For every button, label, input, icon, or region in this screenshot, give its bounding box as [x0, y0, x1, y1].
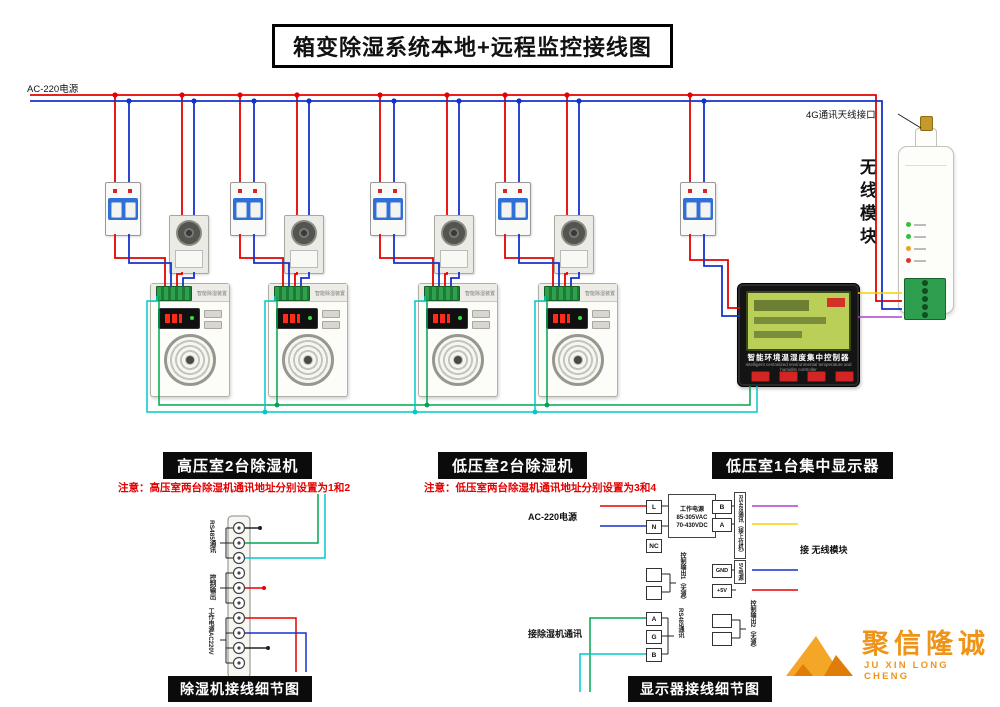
detail-ac-label: AC-220电源 [528, 512, 578, 522]
rs485-host-box: RS485通讯（接上位机） [734, 492, 746, 559]
ctrl-output1-label: 控制输出1（无源） [679, 552, 685, 604]
live-junctions [112, 92, 693, 98]
fan-grille-icon [282, 334, 334, 386]
logo-text-en: JU XIN LONG CHENG [864, 660, 949, 682]
circuit-breaker-4 [495, 182, 531, 236]
dehumidifier-detail-graphics [220, 494, 326, 679]
unit-label: 智能除湿装置 [464, 291, 495, 297]
section-low-voltage: 低压室2台除湿机 [438, 452, 588, 479]
terminal-ctrl1-b [646, 586, 662, 600]
note-high-voltage: 注意：高压室两台除湿机通讯地址分别设置为1和2 [118, 482, 351, 494]
detail-group-power: 工作电源AC220V [207, 608, 213, 655]
module-status-leds [906, 222, 926, 270]
power-spec-box: 工作电源 85-305VAC 70-430VDC [668, 494, 716, 538]
unit-buttons [322, 310, 340, 329]
unit-top-bar: 智能除湿装置 [419, 284, 497, 302]
note-low-voltage: 注意：低压室两台除湿机通讯地址分别设置为3和4 [424, 482, 657, 494]
rs485-dehum-label: RS485通讯 [677, 608, 683, 639]
unit-top-bar: 智能除湿装置 [151, 284, 229, 302]
terminal-A-host: A [712, 518, 732, 532]
module-terminal-block [904, 278, 946, 320]
terminal-ctrl2-a [712, 614, 732, 628]
unit-label: 智能除湿装置 [584, 291, 615, 297]
circuit-breaker-1 [105, 182, 141, 236]
power-spec-line: 工作电源 [679, 506, 704, 513]
circuit-breaker-5 [680, 182, 716, 236]
temperature-humidity-controller: 智能环境温湿度集中控制器 Intelligent centralized env… [737, 283, 860, 387]
terminal-B: B [646, 648, 662, 662]
controller-subtitle: Intelligent centralized environmental te… [745, 362, 852, 372]
fan-grille-icon [164, 334, 216, 386]
caption-display-detail: 显示器接线细节图 [628, 676, 772, 702]
unit-buttons [592, 310, 610, 329]
section-high-voltage: 高压室2台除湿机 [163, 452, 313, 479]
dehumidifier-1: 智能除湿装置 [150, 283, 230, 397]
dehumidifier-3: 智能除湿装置 [418, 283, 498, 397]
circuit-breaker-3 [370, 182, 406, 236]
logo-mountain-icon [786, 636, 853, 676]
live-wires [30, 94, 902, 309]
caption-dehumidifier-detail: 除湿机接线细节图 [168, 676, 312, 702]
terminal-L: L [646, 500, 662, 514]
power-spec-line: 85-305VAC [676, 514, 708, 521]
power-module-2 [284, 215, 324, 274]
unit-label: 智能除湿装置 [314, 291, 345, 297]
detail-group-rs485: RS485通讯 [208, 520, 215, 553]
antenna-connector-icon [920, 116, 933, 131]
unit-label: 智能除湿装置 [196, 291, 227, 297]
terminal-block [424, 286, 460, 301]
fan-grille-icon [432, 334, 484, 386]
terminal-block [274, 286, 310, 301]
unit-buttons [204, 310, 222, 329]
unit-top-bar: 智能除湿装置 [539, 284, 617, 302]
power-module-1 [169, 215, 209, 274]
controller-title: 智能环境温湿度集中控制器 [747, 353, 850, 362]
power-module-4 [554, 215, 594, 274]
circuit-breaker-2 [230, 182, 266, 236]
wireless-module-label: 无线模块 [857, 158, 876, 250]
unit-buttons [472, 310, 490, 329]
terminal-B-host: B [712, 500, 732, 514]
module-link-wires [858, 292, 902, 318]
terminal-block [156, 286, 192, 301]
terminal-ctrl2-b [712, 632, 732, 646]
antenna-port-label: 4G通讯天线接口 [806, 110, 876, 121]
terminal-A: A [646, 612, 662, 626]
lcd-screen [746, 291, 851, 351]
power-source-label: AC-220电源 [27, 84, 79, 95]
brand-logo: 聚信隆诚 JU XIN LONG CHENG [780, 616, 996, 688]
fan-grille-icon [552, 334, 604, 386]
humidity-display [158, 308, 200, 329]
terminal-ctrl1-a [646, 568, 662, 582]
neutral-junctions [126, 98, 707, 104]
terminal-5V: +5V [712, 584, 732, 598]
section-display: 低压室1台集中显示器 [712, 452, 894, 479]
terminal-N: N [646, 520, 662, 534]
dehumidifier-2: 智能除湿装置 [268, 283, 348, 397]
terminal-GND: GND [712, 564, 732, 578]
power-module-3 [434, 215, 474, 274]
dehumidifier-4: 智能除湿装置 [538, 283, 618, 397]
ctrl-output2-label: 控制输出2（无源） [749, 600, 755, 652]
power-spec-line: 70-430VDC [676, 522, 708, 529]
v5-power-box: 5V电源 [734, 560, 746, 584]
detail-group-control: 控制输出 [208, 574, 215, 600]
humidity-display [426, 308, 468, 329]
module-link-label: 接 无线模块 [800, 545, 848, 555]
terminal-NC: NC [646, 539, 662, 553]
diagram-title: 箱变除湿系统本地+远程监控接线图 [272, 24, 673, 68]
controller-buttons [751, 371, 854, 382]
unit-top-bar: 智能除湿装置 [269, 284, 347, 302]
logo-text-cn: 聚信隆诚 [862, 629, 990, 659]
dehum-comm-label: 接除湿机通讯 [528, 629, 583, 639]
terminal-G: G [646, 630, 662, 644]
humidity-display [546, 308, 588, 329]
terminal-block [544, 286, 580, 301]
humidity-display [276, 308, 318, 329]
